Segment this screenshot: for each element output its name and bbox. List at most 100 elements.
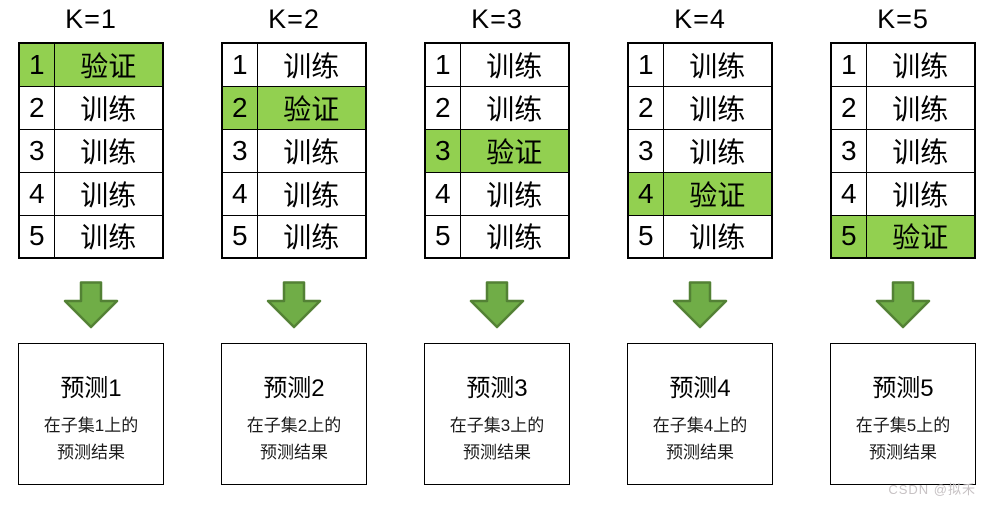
down-arrow-icon: [424, 281, 570, 329]
row-number-cell: 5: [424, 214, 461, 259]
row-number-cell: 2: [627, 85, 664, 130]
prediction-subtitle-line2: 预测结果: [260, 443, 328, 463]
down-arrow-icon: [830, 281, 976, 329]
watermark: CSDN @拟禾: [888, 482, 976, 497]
row-number-cell: 1: [18, 42, 55, 87]
prediction-box: 预测2 在子集2上的 预测结果: [221, 343, 367, 485]
row-label-cell: 训练: [662, 214, 773, 259]
row-number-cell: 2: [18, 85, 55, 130]
row-label-cell: 训练: [53, 128, 164, 173]
prediction-box: 预测3 在子集3上的 预测结果: [424, 343, 570, 485]
row-label-cell: 训练: [865, 85, 976, 130]
prediction-subtitle-line2: 预测结果: [57, 443, 125, 463]
row-label-cell: 训练: [256, 171, 367, 216]
row-number-cell: 1: [221, 42, 258, 87]
down-arrow-icon: [221, 281, 367, 329]
row-number-cell: 5: [18, 214, 55, 259]
row-number-cell: 5: [221, 214, 258, 259]
row-label-cell: 验证: [53, 42, 164, 87]
row-label-cell: 训练: [865, 128, 976, 173]
prediction-title: 预测2: [263, 375, 325, 402]
row-number-cell: 4: [424, 171, 461, 216]
row-number-cell: 1: [830, 42, 867, 87]
row-number-cell: 5: [627, 214, 664, 259]
row-number-cell: 4: [627, 171, 664, 216]
row-number-cell: 3: [424, 128, 461, 173]
prediction-subtitle-line1: 在子集4上的: [652, 416, 748, 435]
prediction-subtitle-line1: 在子集3上的: [449, 416, 545, 435]
prediction-subtitle-line2: 预测结果: [666, 443, 734, 463]
row-label-cell: 验证: [865, 214, 976, 259]
row-label-cell: 训练: [459, 42, 570, 87]
row-number-cell: 5: [830, 214, 867, 259]
row-number-cell: 3: [830, 128, 867, 173]
prediction-title: 预测5: [872, 375, 934, 402]
row-number-cell: 1: [424, 42, 461, 87]
row-label-cell: 训练: [53, 85, 164, 130]
row-label-cell: 训练: [256, 128, 367, 173]
row-number-cell: 1: [627, 42, 664, 87]
prediction-subtitle-line1: 在子集1上的: [43, 416, 139, 435]
row-number-cell: 3: [221, 128, 258, 173]
fold-title: K=5: [877, 4, 929, 34]
row-number-cell: 3: [627, 128, 664, 173]
prediction-subtitle-line2: 预测结果: [463, 443, 531, 463]
row-label-cell: 训练: [662, 42, 773, 87]
prediction-title: 预测1: [60, 375, 122, 402]
row-number-cell: 4: [221, 171, 258, 216]
row-label-cell: 验证: [256, 85, 367, 130]
row-label-cell: 验证: [662, 171, 773, 216]
row-label-cell: 训练: [459, 171, 570, 216]
fold-title: K=3: [471, 4, 523, 34]
prediction-title: 预测3: [466, 375, 528, 402]
row-label-cell: 训练: [662, 85, 773, 130]
row-label-cell: 训练: [865, 171, 976, 216]
row-label-cell: 训练: [459, 214, 570, 259]
prediction-subtitle-line1: 在子集5上的: [855, 416, 951, 435]
prediction-box: 预测4 在子集4上的 预测结果: [627, 343, 773, 485]
prediction-box: 预测1 在子集1上的 预测结果: [18, 343, 164, 485]
row-label-cell: 训练: [662, 128, 773, 173]
fold-title: K=1: [65, 4, 117, 34]
down-arrow-icon: [627, 281, 773, 329]
prediction-box: 预测5 在子集5上的 预测结果: [830, 343, 976, 485]
row-label-cell: 训练: [865, 42, 976, 87]
row-number-cell: 2: [424, 85, 461, 130]
row-number-cell: 3: [18, 128, 55, 173]
prediction-subtitle-line2: 预测结果: [869, 443, 937, 463]
row-label-cell: 训练: [256, 214, 367, 259]
row-number-cell: 2: [221, 85, 258, 130]
